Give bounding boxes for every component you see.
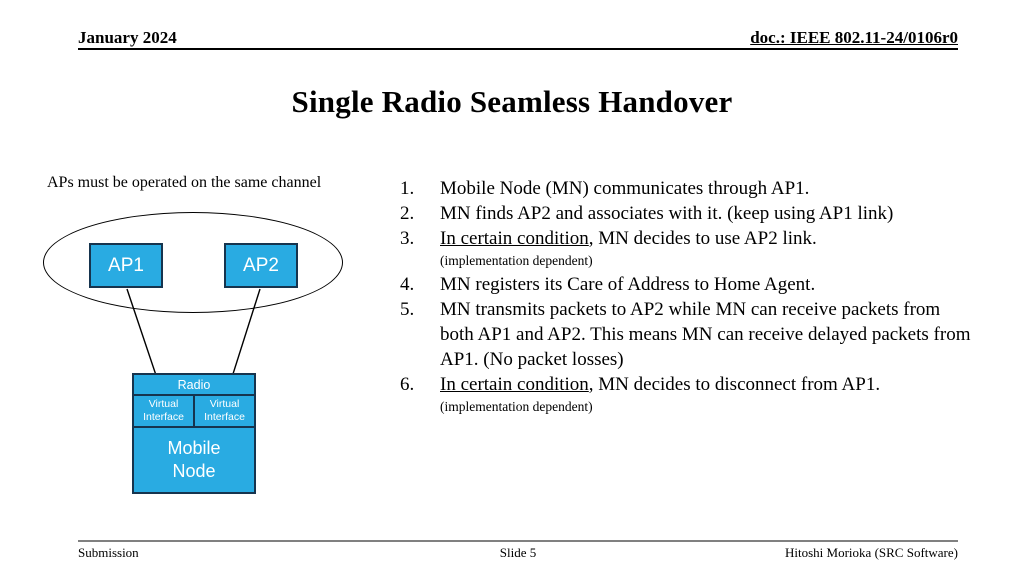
- list-item-body: , MN decides to disconnect from AP1.: [588, 374, 881, 395]
- list-item: 4. MN registers its Care of Address to H…: [400, 272, 975, 297]
- ap1-label: AP1: [108, 254, 144, 276]
- list-item: 3. In certain condition, MN decides to u…: [400, 226, 975, 251]
- ap2-label: AP2: [243, 254, 279, 276]
- ap2-node: AP2: [224, 243, 298, 288]
- virtual-interface-left-label: Virtual Interface: [143, 398, 184, 423]
- list-item-body: MN transmits packets to AP2 while MN can…: [440, 299, 971, 370]
- slide-header: January 2024 doc.: IEEE 802.11-24/0106r0: [78, 26, 958, 50]
- footer-submission: Submission: [78, 545, 139, 560]
- list-item-body: MN finds AP2 and associates with it. (ke…: [440, 203, 894, 224]
- list-item-number: 1.: [400, 178, 415, 199]
- virtual-interface-right-node: Virtual Interface: [193, 394, 256, 428]
- radio-label: Radio: [177, 377, 211, 392]
- page-title: Single Radio Seamless Handover: [291, 84, 733, 119]
- mobile-node-label: Mobile Node: [167, 438, 221, 481]
- list-item-text: Mobile Node (MN) communicates through AP…: [440, 176, 975, 201]
- header-date: January 2024: [78, 28, 177, 47]
- list-item-number: 6.: [400, 374, 415, 395]
- list-item-text: MN finds AP2 and associates with it. (ke…: [440, 201, 975, 226]
- slide-footer: Submission Slide 5 Hitoshi Morioka (SRC …: [78, 540, 958, 561]
- list-item-number: 5.: [400, 299, 415, 320]
- mobile-node: Mobile Node: [132, 426, 256, 494]
- virtual-interface-left-node: Virtual Interface: [132, 394, 195, 428]
- list-item: 5. MN transmits packets to AP2 while MN …: [400, 297, 975, 372]
- virtual-interface-right-label: Virtual Interface: [204, 398, 245, 423]
- list-item-text: In certain condition, MN decides to use …: [440, 226, 975, 251]
- list-item: 1. Mobile Node (MN) communicates through…: [400, 176, 975, 201]
- handover-steps-list: 1. Mobile Node (MN) communicates through…: [400, 176, 975, 418]
- ap1-node: AP1: [89, 243, 163, 288]
- list-item-underlined: In certain condition: [440, 228, 589, 249]
- header-doc-number: doc.: IEEE 802.11-24/0106r0: [750, 28, 958, 47]
- list-item-text: In certain condition, MN decides to disc…: [440, 372, 975, 397]
- list-item: 6. In certain condition, MN decides to d…: [400, 372, 975, 397]
- list-item-number: 4.: [400, 274, 415, 295]
- list-item-body: Mobile Node (MN) communicates through AP…: [440, 178, 810, 199]
- list-item-text: MN registers its Care of Address to Home…: [440, 272, 975, 297]
- list-item-body: , MN decides to use AP2 link.: [588, 228, 817, 249]
- list-item: 2. MN finds AP2 and associates with it. …: [400, 201, 975, 226]
- diagram-caption: APs must be operated on the same channel: [47, 174, 322, 191]
- list-item-body: MN registers its Care of Address to Home…: [440, 274, 816, 295]
- footer-author: Hitoshi Morioka (SRC Software): [785, 545, 958, 560]
- footer-slide-number: Slide 5: [499, 545, 537, 560]
- channel-ellipse: [43, 212, 343, 313]
- list-item-underlined: In certain condition: [440, 374, 589, 395]
- radio-node: Radio: [132, 373, 256, 396]
- list-item-text: MN transmits packets to AP2 while MN can…: [440, 297, 975, 372]
- list-item-number: 3.: [400, 228, 415, 249]
- list-item-note: (implementation dependent): [440, 399, 593, 414]
- list-item-number: 2.: [400, 203, 415, 224]
- list-item-note: (implementation dependent): [440, 253, 593, 268]
